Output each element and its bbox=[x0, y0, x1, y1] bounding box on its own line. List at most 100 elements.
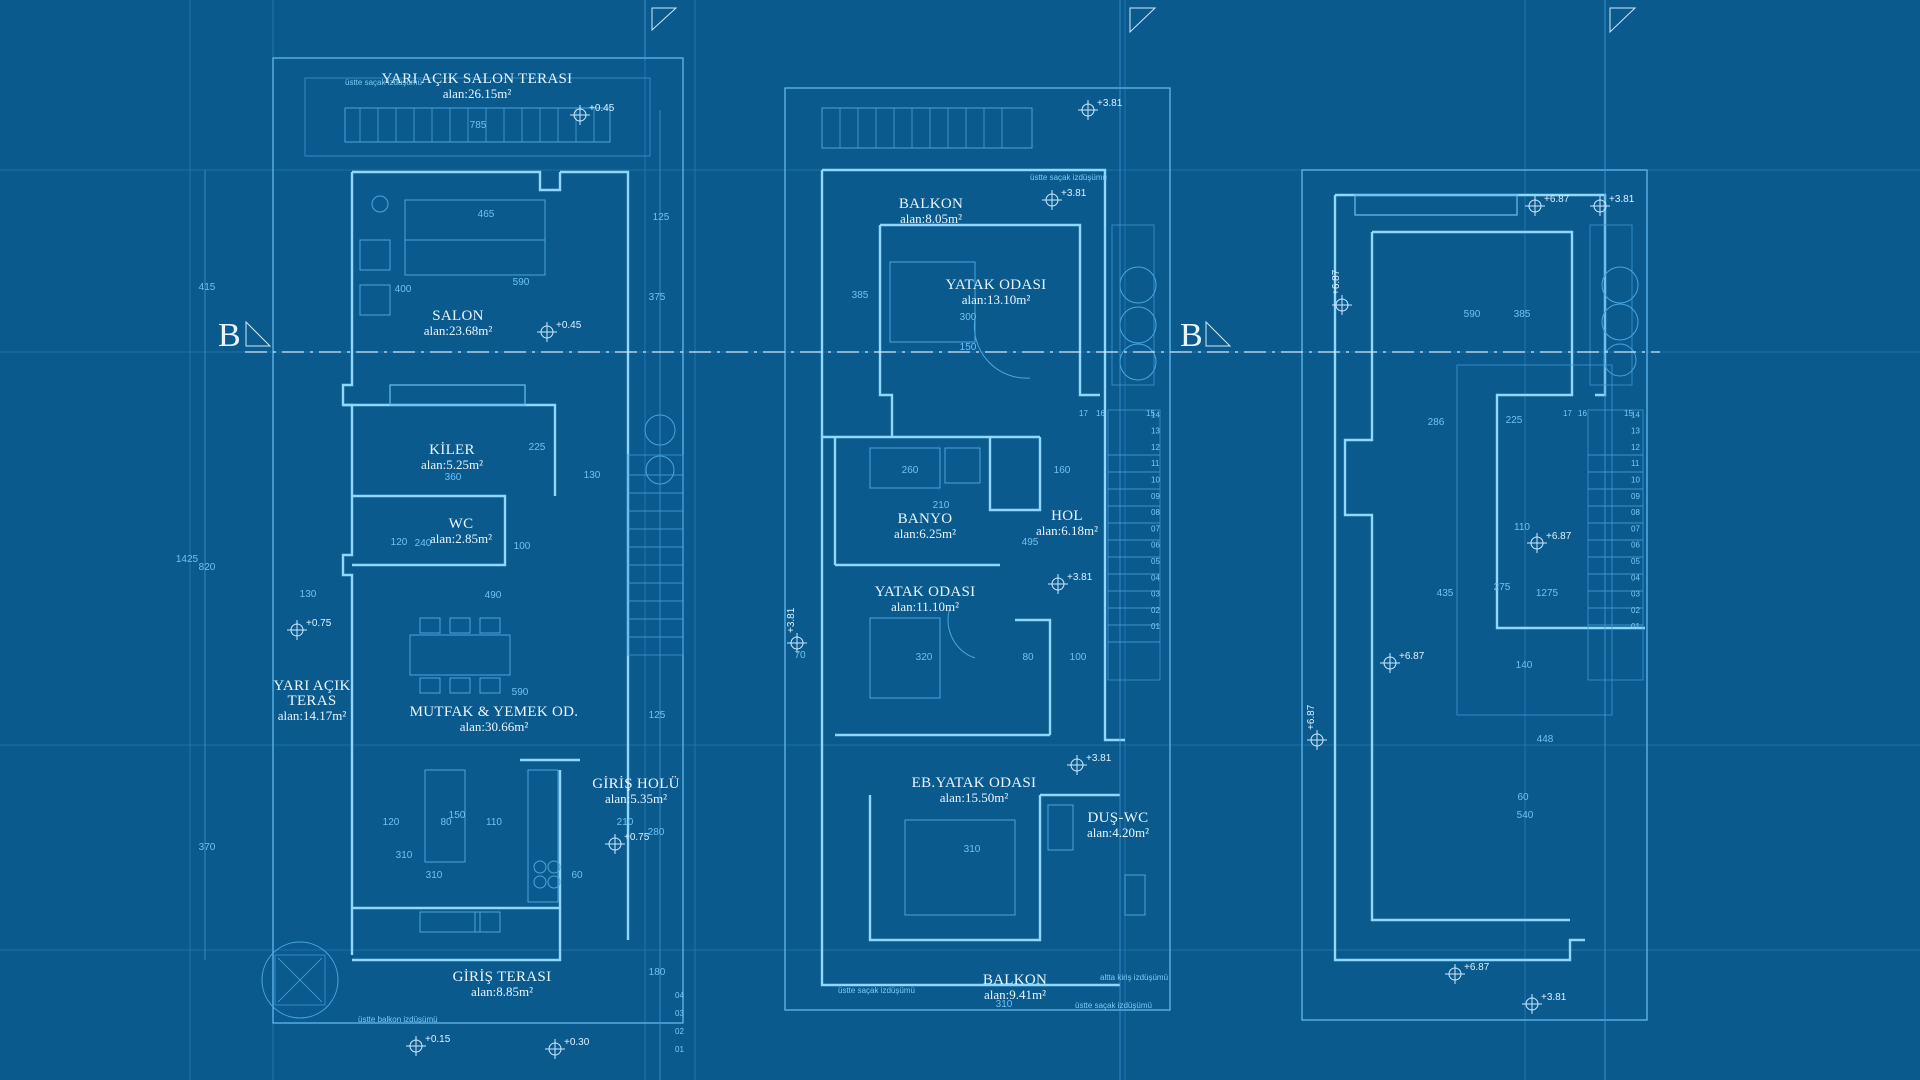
dimension-label: 260 bbox=[902, 465, 919, 476]
dimension-label: 80 bbox=[1022, 652, 1034, 663]
level-value: +6.87 bbox=[1544, 194, 1570, 205]
dimension-label: 590 bbox=[512, 687, 529, 698]
room-area: alan:23.68m² bbox=[424, 323, 493, 338]
stair-step-number: 01 bbox=[1631, 622, 1640, 631]
level-marker: +3.81 bbox=[786, 607, 807, 653]
stair-step-number: 16 bbox=[1096, 409, 1105, 418]
first-floor-plan bbox=[784, 0, 1171, 1080]
room-area: alan:2.85m² bbox=[430, 531, 492, 546]
dimension-label: 100 bbox=[514, 541, 531, 552]
dimension-label: 225 bbox=[529, 442, 546, 453]
dimension-label: 495 bbox=[1022, 537, 1039, 548]
level-marker: +0.45 bbox=[537, 320, 582, 342]
stair-step-number: 01 bbox=[675, 1045, 684, 1054]
stair-step-number: 12 bbox=[1631, 443, 1640, 452]
dimension-label: 60 bbox=[571, 870, 583, 881]
stair-step-number: 02 bbox=[675, 1027, 684, 1036]
level-marker: +0.15 bbox=[406, 1034, 451, 1056]
stair-run-left bbox=[627, 454, 684, 656]
svg-text:B: B bbox=[1180, 317, 1203, 354]
stair-step-number: 08 bbox=[1631, 508, 1640, 517]
dimension-label: 400 bbox=[395, 284, 412, 295]
room-name: YATAK ODASI bbox=[946, 277, 1047, 293]
stair-step-number: 08 bbox=[1151, 508, 1160, 517]
room-area: alan:15.50m² bbox=[940, 790, 1009, 805]
stair-step-number: 03 bbox=[675, 1009, 684, 1018]
level-value: +0.15 bbox=[425, 1034, 451, 1045]
stair-step-number: 14 bbox=[1151, 410, 1160, 419]
stair-step-number: 04 bbox=[1631, 573, 1640, 582]
room-name: BALKON bbox=[899, 196, 963, 212]
dimension-label: 540 bbox=[1517, 810, 1534, 821]
level-marker: +0.75 bbox=[287, 618, 332, 640]
stair-step-number: 02 bbox=[1151, 606, 1160, 615]
room-name: HOL bbox=[1051, 508, 1083, 524]
stair-step-number: 14 bbox=[1631, 410, 1640, 419]
room-name: GİRİŞ TERASI bbox=[453, 969, 552, 985]
stair-step-number: 03 bbox=[1151, 590, 1160, 599]
dimension-label: 100 bbox=[1070, 652, 1087, 663]
stair-step-number: 09 bbox=[1631, 492, 1640, 501]
shrubs-roof bbox=[1589, 224, 1639, 386]
stair-step-number: 11 bbox=[1151, 459, 1160, 468]
room-name: SALON bbox=[432, 308, 484, 324]
stair-step-number: 04 bbox=[1151, 573, 1160, 582]
stair-run-right bbox=[1587, 409, 1644, 681]
dimension-label: 310 bbox=[396, 850, 413, 861]
stair-step-number: 10 bbox=[1151, 476, 1160, 485]
stair-step-number: 05 bbox=[1151, 557, 1160, 566]
projection-note: üstte saçak izdüşümü bbox=[1075, 1001, 1152, 1010]
stair-step-number: 13 bbox=[1151, 427, 1160, 436]
svg-text:B: B bbox=[218, 317, 241, 354]
dimension-label: 465 bbox=[478, 209, 495, 220]
stair-step-number: 04 bbox=[675, 991, 684, 1000]
dimension-label: 130 bbox=[300, 589, 317, 600]
level-value: +3.81 bbox=[1541, 992, 1567, 1003]
level-marker: +3.81 bbox=[1042, 188, 1087, 210]
bedroom-furniture bbox=[869, 261, 1146, 916]
dimension-label: 280 bbox=[648, 827, 665, 838]
room-area: alan:11.10m² bbox=[891, 599, 959, 614]
room-name: WC bbox=[449, 516, 474, 532]
stair-step-number: 11 bbox=[1631, 459, 1640, 468]
garden-tree bbox=[261, 941, 339, 1019]
room-area: alan:6.25m² bbox=[894, 526, 956, 541]
dimension-label: 1275 bbox=[1536, 588, 1559, 599]
dimension-label: 300 bbox=[960, 312, 977, 323]
room-name: BALKON bbox=[983, 972, 1047, 988]
dimension-label: 310 bbox=[426, 870, 443, 881]
level-value: +6.87 bbox=[1331, 269, 1342, 295]
dimension-label: 110 bbox=[486, 817, 502, 828]
level-marker: +0.75 bbox=[605, 832, 650, 854]
level-value: +3.81 bbox=[1609, 194, 1635, 205]
dimension-label: 820 bbox=[199, 562, 216, 573]
dimension-label: 275 bbox=[1494, 582, 1511, 593]
level-marker: +6.87 bbox=[1380, 651, 1425, 673]
room-name: GİRİŞ HOLÜ bbox=[592, 775, 680, 792]
dimension-label: 210 bbox=[933, 500, 950, 511]
projection-note: üstte saçak izdüşümü bbox=[838, 986, 915, 995]
level-marker: +0.45 bbox=[570, 103, 615, 125]
room-area: alan:5.35m² bbox=[605, 791, 667, 806]
dimension-label: 160 bbox=[1054, 465, 1071, 476]
dimension-label: 320 bbox=[916, 652, 933, 663]
dimension-label: 180 bbox=[649, 967, 666, 978]
level-value: +3.81 bbox=[1097, 98, 1123, 109]
dimension-label: 385 bbox=[852, 290, 869, 301]
room-name: DUŞ-WC bbox=[1088, 810, 1149, 826]
stair-step-number: 13 bbox=[1631, 427, 1640, 436]
room-name: MUTFAK & YEMEK OD. bbox=[410, 704, 579, 720]
room-area: alan:5.25m² bbox=[421, 457, 483, 472]
dimension-label: 240 bbox=[415, 538, 432, 549]
dimension-label: 785 bbox=[470, 120, 487, 131]
level-value: +0.30 bbox=[564, 1037, 590, 1048]
room-name: KİLER bbox=[429, 442, 475, 458]
stair-step-number: 03 bbox=[1631, 590, 1640, 599]
